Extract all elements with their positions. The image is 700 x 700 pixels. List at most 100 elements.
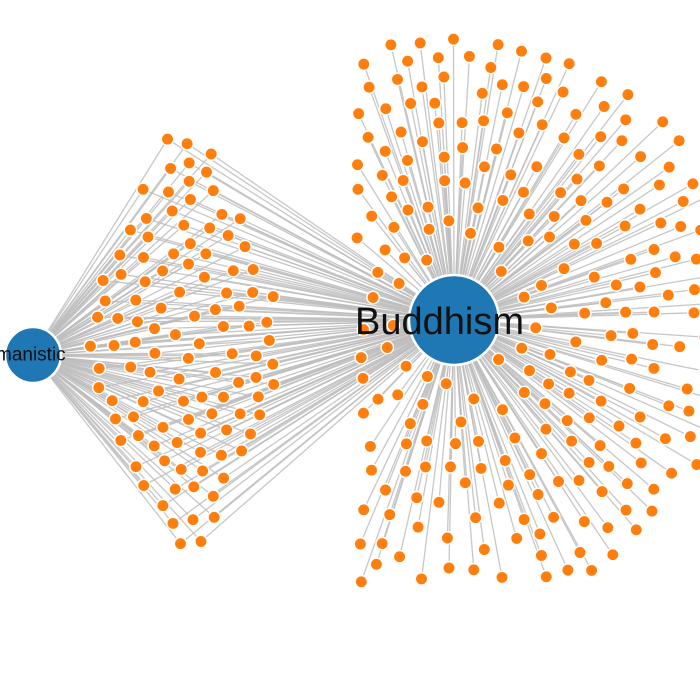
leaf-node[interactable] xyxy=(455,140,470,155)
leaf-node[interactable] xyxy=(448,436,463,451)
leaf-node[interactable] xyxy=(646,482,661,497)
leaf-node[interactable] xyxy=(168,482,183,497)
leaf-node[interactable] xyxy=(266,289,281,304)
leaf-node[interactable] xyxy=(625,326,640,341)
leaf-node[interactable] xyxy=(186,479,201,494)
leaf-node[interactable] xyxy=(618,219,633,233)
leaf-node[interactable] xyxy=(193,426,208,441)
leaf-node[interactable] xyxy=(187,309,202,324)
leaf-node[interactable] xyxy=(439,376,454,391)
leaf-node[interactable] xyxy=(420,369,435,384)
leaf-node[interactable] xyxy=(529,159,544,174)
leaf-node[interactable] xyxy=(431,116,446,130)
leaf-node[interactable] xyxy=(108,411,123,426)
leaf-node[interactable] xyxy=(620,476,635,491)
leaf-node[interactable] xyxy=(400,153,415,168)
leaf-node[interactable] xyxy=(110,311,125,326)
leaf-node[interactable] xyxy=(371,392,385,407)
leaf-node[interactable] xyxy=(458,176,473,190)
leaf-node[interactable] xyxy=(136,394,151,409)
leaf-node[interactable] xyxy=(221,228,236,243)
leaf-node[interactable] xyxy=(683,429,698,444)
leaf-node[interactable] xyxy=(249,370,263,385)
hub-circle-humanistic[interactable] xyxy=(3,325,63,385)
leaf-node[interactable] xyxy=(494,264,509,279)
leaf-node[interactable] xyxy=(166,246,181,261)
leaf-node[interactable] xyxy=(577,306,592,321)
leaf-node[interactable] xyxy=(182,155,197,170)
leaf-node[interactable] xyxy=(399,359,414,374)
leaf-node[interactable] xyxy=(622,381,637,396)
leaf-node[interactable] xyxy=(173,536,188,551)
leaf-node[interactable] xyxy=(91,380,106,395)
leaf-node[interactable] xyxy=(182,174,197,189)
leaf-node[interactable] xyxy=(664,466,679,481)
leaf-node[interactable] xyxy=(491,352,506,367)
leaf-node[interactable] xyxy=(668,249,683,264)
leaf-node[interactable] xyxy=(354,350,369,365)
leaf-node[interactable] xyxy=(174,462,189,477)
leaf-node[interactable] xyxy=(501,478,516,493)
leaf-node[interactable] xyxy=(214,207,229,222)
leaf-node[interactable] xyxy=(442,561,456,575)
leaf-node[interactable] xyxy=(364,463,379,478)
leaf-node[interactable] xyxy=(249,348,264,363)
leaf-node[interactable] xyxy=(562,56,577,71)
leaf-node[interactable] xyxy=(194,534,208,549)
leaf-node[interactable] xyxy=(112,248,127,262)
leaf-node[interactable] xyxy=(378,101,393,116)
leaf-node[interactable] xyxy=(181,257,196,271)
leaf-node[interactable] xyxy=(383,37,398,52)
leaf-node[interactable] xyxy=(463,226,478,241)
leaf-node[interactable] xyxy=(225,346,240,361)
leaf-node[interactable] xyxy=(195,464,210,478)
leaf-node[interactable] xyxy=(98,293,113,308)
leaf-node[interactable] xyxy=(401,203,415,217)
leaf-node[interactable] xyxy=(354,574,369,589)
leaf-node[interactable] xyxy=(498,453,513,468)
leaf-node[interactable] xyxy=(202,221,217,235)
leaf-node[interactable] xyxy=(522,207,537,221)
leaf-node[interactable] xyxy=(491,240,506,255)
leaf-node[interactable] xyxy=(216,319,231,334)
leaf-node[interactable] xyxy=(620,87,635,102)
leaf-node[interactable] xyxy=(604,328,619,343)
leaf-node[interactable] xyxy=(648,265,663,280)
leaf-node[interactable] xyxy=(437,173,452,188)
leaf-node[interactable] xyxy=(403,96,418,111)
leaf-node[interactable] xyxy=(491,37,506,52)
leaf-node[interactable] xyxy=(418,459,433,474)
leaf-node[interactable] xyxy=(219,286,234,300)
leaf-node[interactable] xyxy=(378,483,393,497)
leaf-node[interactable] xyxy=(600,520,615,535)
hub-circle-buddhism[interactable] xyxy=(407,273,501,367)
leaf-node[interactable] xyxy=(458,475,473,490)
leaf-node[interactable] xyxy=(400,54,415,69)
leaf-node[interactable] xyxy=(350,157,365,172)
leaf-node[interactable] xyxy=(366,290,381,305)
leaf-node[interactable] xyxy=(551,474,566,489)
leaf-node[interactable] xyxy=(397,250,412,265)
leaf-node[interactable] xyxy=(166,516,180,531)
leaf-node[interactable] xyxy=(577,514,592,529)
leaf-node[interactable] xyxy=(151,384,166,398)
leaf-node[interactable] xyxy=(647,305,662,319)
leaf-node[interactable] xyxy=(147,321,162,336)
leaf-node[interactable] xyxy=(647,242,661,257)
leaf-node[interactable] xyxy=(107,338,121,353)
leaf-node[interactable] xyxy=(181,351,196,366)
leaf-node[interactable] xyxy=(238,239,252,254)
leaf-node[interactable] xyxy=(594,394,609,409)
leaf-node[interactable] xyxy=(147,438,162,453)
leaf-node[interactable] xyxy=(522,467,537,482)
leaf-node[interactable] xyxy=(521,233,536,248)
leaf-node[interactable] xyxy=(539,569,554,584)
leaf-node[interactable] xyxy=(594,353,609,368)
leaf-node[interactable] xyxy=(584,563,599,578)
leaf-node[interactable] xyxy=(560,563,575,578)
leaf-node[interactable] xyxy=(141,229,155,244)
leaf-node[interactable] xyxy=(597,99,612,114)
leaf-node[interactable] xyxy=(563,364,578,379)
leaf-node[interactable] xyxy=(474,461,489,476)
leaf-node[interactable] xyxy=(356,406,371,421)
